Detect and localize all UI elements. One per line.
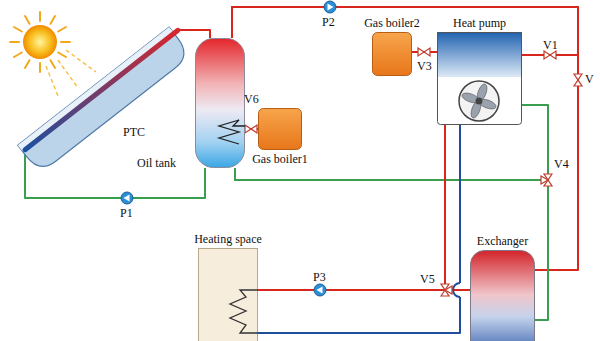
label-holder: V bbox=[585, 72, 594, 86]
label-holder: V3 bbox=[417, 59, 432, 73]
sun-ray bbox=[51, 16, 56, 24]
tank-body bbox=[196, 39, 245, 168]
parabolic-trough bbox=[18, 27, 191, 174]
pipe-bridge bbox=[453, 283, 466, 297]
pipe-connector bbox=[258, 289, 470, 291]
label-holder: P3 bbox=[313, 270, 326, 284]
sun-ray bbox=[39, 63, 41, 72]
bridge-pipe bbox=[454, 289, 466, 291]
pump-label: P2 bbox=[322, 15, 335, 29]
exchanger-body bbox=[471, 251, 535, 341]
pump-symbol bbox=[314, 284, 326, 296]
component-label: Exchanger bbox=[477, 234, 528, 248]
fan-part bbox=[437, 77, 522, 125]
valve-symbol bbox=[574, 74, 582, 86]
label-holder: V4 bbox=[554, 157, 569, 171]
sun bbox=[10, 12, 70, 72]
sun-ray bbox=[25, 16, 30, 24]
light-ray bbox=[66, 50, 96, 72]
component-label: Gas boiler2 bbox=[364, 16, 420, 30]
sun-ray bbox=[10, 41, 19, 43]
light-ray bbox=[46, 66, 58, 96]
sun-ray bbox=[25, 60, 30, 68]
component-shape bbox=[437, 32, 522, 125]
component-label: Heat pump bbox=[453, 16, 506, 30]
bridge-arc bbox=[453, 283, 460, 297]
pipe-connector bbox=[185, 30, 210, 38]
pump-symbol bbox=[324, 1, 336, 13]
component-shape bbox=[470, 250, 535, 341]
component-shape bbox=[195, 38, 245, 168]
label-holder: P2 bbox=[322, 15, 335, 29]
valve-label: V4 bbox=[554, 157, 569, 171]
label-holder: P1 bbox=[120, 206, 133, 220]
pipe-connector bbox=[232, 7, 578, 270]
heat-pump-outline bbox=[438, 33, 522, 125]
sun-ray bbox=[61, 41, 70, 43]
light-rays bbox=[46, 50, 96, 96]
pump-label: P1 bbox=[120, 206, 133, 220]
sun-disc bbox=[23, 25, 57, 59]
three-way-valve bbox=[441, 284, 452, 296]
label-holder: V6 bbox=[244, 92, 259, 106]
pipe-connector bbox=[25, 168, 205, 198]
sun-rays bbox=[10, 12, 70, 72]
pump-label: P3 bbox=[313, 270, 326, 284]
component-shape bbox=[372, 32, 412, 76]
component-shape bbox=[198, 248, 258, 341]
radiator-coil bbox=[230, 290, 258, 333]
sun-ray bbox=[14, 27, 22, 32]
component-label: Oil tank bbox=[137, 156, 176, 170]
sun-ray bbox=[51, 60, 56, 68]
label-holder: V1 bbox=[543, 38, 558, 52]
fan-blades bbox=[461, 83, 498, 120]
fan-ring bbox=[459, 81, 499, 121]
valve-symbol bbox=[544, 51, 556, 59]
valve-label: V1 bbox=[543, 38, 558, 52]
room bbox=[199, 249, 258, 341]
valve-label: V6 bbox=[244, 92, 259, 106]
heating-space: Heating space bbox=[198, 248, 258, 341]
three-way-valve bbox=[541, 174, 552, 186]
trough-group bbox=[18, 24, 195, 174]
component-label: PTC bbox=[123, 125, 145, 139]
label-holder: V5 bbox=[420, 272, 435, 286]
boiler-body bbox=[373, 33, 412, 76]
heat-exchanger: Exchanger bbox=[470, 250, 535, 341]
heat-pump: Heat pump bbox=[437, 32, 522, 125]
sun-ray bbox=[39, 12, 41, 21]
fan-hub bbox=[476, 98, 483, 105]
sun-ray bbox=[58, 27, 66, 32]
light-ray bbox=[58, 60, 78, 88]
component-shape bbox=[258, 108, 302, 150]
oil-tank: Oil tank bbox=[195, 38, 245, 168]
gas-boiler: Gas boiler1 bbox=[258, 108, 302, 150]
sun-ray bbox=[14, 53, 22, 58]
valve-label: V bbox=[585, 72, 594, 86]
absorber-tube bbox=[25, 30, 178, 149]
boiler-body bbox=[259, 109, 302, 150]
valve-label: V5 bbox=[420, 272, 435, 286]
valve-symbol bbox=[418, 48, 430, 56]
gas-boiler: Gas boiler2 bbox=[372, 32, 412, 76]
component-label: Gas boiler1 bbox=[252, 152, 308, 166]
valve-label: V3 bbox=[417, 59, 432, 73]
valve-symbol bbox=[245, 125, 257, 133]
condenser-part bbox=[437, 32, 522, 77]
trough-opening bbox=[18, 27, 174, 151]
component-label: Heating space bbox=[194, 232, 262, 246]
heating-coil bbox=[219, 120, 245, 144]
sun-ray bbox=[58, 53, 66, 58]
pump-symbol bbox=[121, 192, 133, 204]
